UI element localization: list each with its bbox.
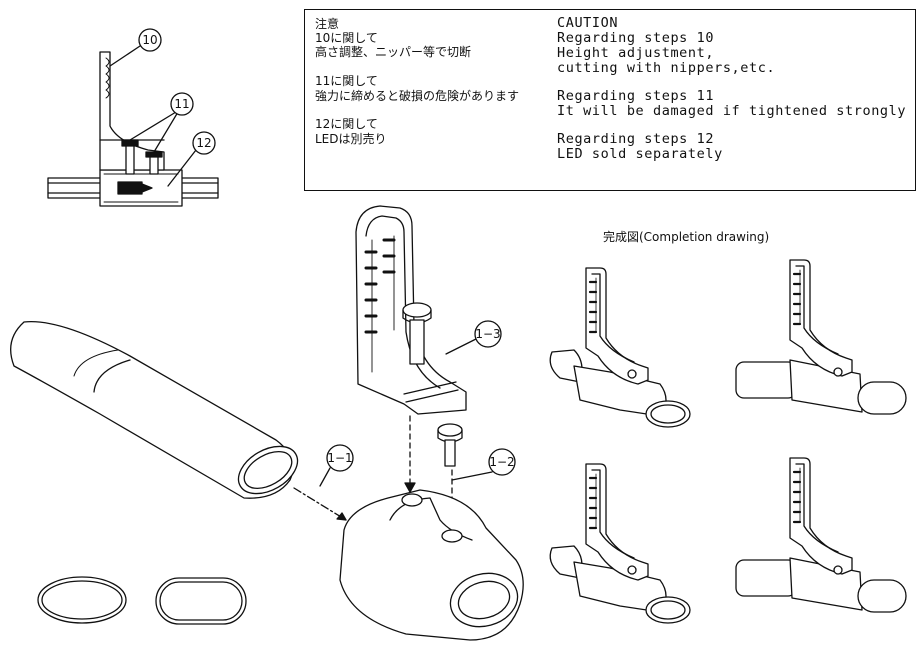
caution-title-en: CAUTION (557, 15, 619, 31)
step11-heading-en: Regarding steps 11 (557, 88, 715, 104)
screw-short-drawing (437, 423, 463, 467)
step10-heading-en: Regarding steps 10 (557, 30, 715, 46)
step10-line2-en: cutting with nippers,etc. (557, 60, 776, 76)
screw-long-drawing (402, 302, 432, 365)
assembly-guide-line-1 (293, 487, 347, 521)
step10-text-jp: 高さ調整、ニッパー等で切断 (315, 45, 472, 59)
completion-caption: 完成図(Completion drawing) (603, 230, 770, 244)
callout-1-1: 1−1 (327, 451, 352, 465)
step12-heading-en: Regarding steps 12 (557, 131, 715, 147)
section-view-drawing (47, 28, 219, 207)
sleeve-joint-drawing (339, 489, 524, 641)
oval-ring-drawing (155, 577, 247, 625)
callout-1-3: 1−3 (475, 327, 500, 341)
caution-box: 注意 10に関して 高さ調整、ニッパー等で切断 11に関して 強力に締めると破損… (304, 9, 916, 191)
oval-tube-drawing (10, 320, 299, 499)
step12-text-en: LED sold separately (557, 146, 723, 162)
round-ring-drawing (37, 576, 127, 624)
completion-drawing-1 (549, 266, 691, 428)
step11-text-en: It will be damaged if tightened strongly (557, 103, 907, 119)
step12-text-jp: LEDは別売り (315, 132, 387, 146)
callout-10: 10 (142, 33, 157, 47)
step11-heading-jp: 11に関して (315, 74, 378, 88)
step10-line1-en: Height adjustment, (557, 45, 715, 61)
step11-text-jp: 強力に締めると破損の危険があります (315, 89, 520, 103)
step12-heading-jp: 12に関して (315, 117, 378, 131)
callout-12: 12 (196, 136, 211, 150)
step10-heading-jp: 10に関して (315, 31, 378, 45)
callout-11: 11 (174, 97, 189, 111)
completion-drawing-4 (735, 456, 907, 613)
caution-title-jp: 注意 (315, 17, 340, 31)
completion-drawing-3 (549, 462, 691, 624)
callout-1-2: 1−2 (489, 455, 514, 469)
completion-drawing-2 (735, 258, 907, 415)
